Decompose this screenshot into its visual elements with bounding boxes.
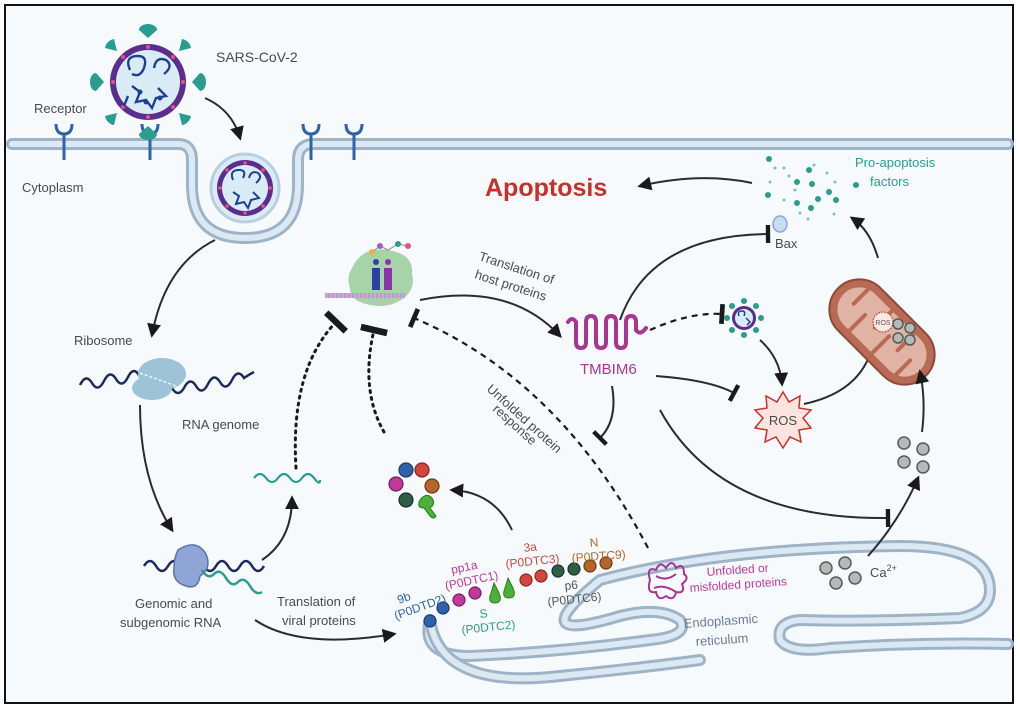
- protein-n-name: N: [589, 535, 599, 550]
- tmbim6-label: TMBIM6: [580, 361, 637, 378]
- er-calcium-icon: [819, 556, 862, 590]
- mito-ros-label: ROS: [875, 320, 891, 327]
- unfolded-proteins-icon: [647, 562, 688, 600]
- er-label-2: reticulum: [695, 630, 749, 649]
- receptor-label: Receptor: [34, 101, 87, 116]
- protein-s-name: S: [479, 606, 488, 621]
- rna-genome-icon: [78, 369, 255, 395]
- receptor-3: [301, 123, 321, 160]
- mito-ros-icon: ROS: [872, 311, 894, 333]
- pro-apoptosis-label-1: Pro-apoptosis: [855, 155, 936, 170]
- entry-arrow: [204, 97, 244, 141]
- protein-s-id: (P0DTC2): [461, 617, 516, 637]
- pro-apoptosis-label-2: factors: [870, 174, 910, 189]
- protein-3a-bead: [534, 569, 548, 583]
- small-virion-icon: [724, 298, 764, 338]
- mito-calcium-icon: [892, 318, 916, 346]
- protein-pp1a-bead: [468, 586, 482, 600]
- endocytosed-virion-icon: [209, 152, 281, 224]
- protein-n-bead: [599, 556, 613, 570]
- calcium-symbol: Ca: [870, 565, 887, 580]
- ros-to-mito-arrow: [803, 345, 876, 405]
- translation-viral-label-1: Translation of: [277, 594, 356, 609]
- unfolded-label-1: Unfolded or: [706, 561, 769, 579]
- uncoating-arrow: [147, 239, 216, 338]
- tmbim6-protein-icon: [566, 313, 648, 351]
- pro-apoptosis-factors-icon: [765, 156, 859, 221]
- viral-protein-inhibition: [360, 323, 388, 434]
- translation-viral-label-2: viral proteins: [282, 613, 356, 628]
- protein-p6-bead: [567, 562, 581, 576]
- viral-mrna-inhibition: [293, 310, 348, 470]
- upr-label-1: Unfolded protein: [484, 381, 565, 456]
- calcium-charge: 2+: [887, 563, 897, 573]
- protein-n-bead: [583, 559, 597, 573]
- tmbim6-inhibits-upr: [592, 385, 615, 446]
- ribosome-label: Ribosome: [74, 333, 133, 348]
- replication-arrow: [139, 404, 174, 533]
- plasma-membrane: [6, 138, 1014, 244]
- bax-icon: [772, 215, 788, 233]
- transcription-arrow: [261, 495, 299, 561]
- translation-host-arrow: [419, 294, 562, 339]
- protein-9b-bead: [436, 601, 450, 615]
- protein-pp1a-name: pp1a: [450, 558, 479, 577]
- apoptosis-arrow: [637, 176, 753, 191]
- protein-s-spike: [489, 581, 501, 604]
- er-lumen-tube: [424, 614, 706, 685]
- cytosolic-calcium-icon: [897, 436, 930, 474]
- translation-viral-arrow: [254, 619, 397, 643]
- protein-p6-bead: [551, 564, 565, 578]
- upr-inhibition: [407, 307, 649, 549]
- protein-n-id: (P0DTC9): [571, 547, 626, 565]
- cytoplasm-label: Cytoplasm: [22, 180, 83, 195]
- translated-viral-proteins-icon: [388, 462, 440, 519]
- tmbim6-inhibits-virus: [649, 303, 725, 332]
- virus-label: SARS-CoV-2: [216, 49, 298, 65]
- receptor-4: [344, 123, 364, 160]
- protein-p6-name: p6: [564, 578, 579, 593]
- calcium-to-mito-arrow: [915, 369, 930, 433]
- receptor-1: [54, 123, 74, 160]
- tmbim6-inhibits-calcium: [659, 409, 891, 528]
- genomic-rna-label-1: Genomic and: [135, 596, 212, 611]
- tmbim6-inhibits-bax: [619, 224, 771, 321]
- rna-genome-label: RNA genome: [182, 417, 259, 432]
- host-ribosome-icon: [325, 241, 413, 306]
- ros-label: ROS: [769, 413, 798, 428]
- tmbim6-inhibits-ros: [655, 375, 741, 402]
- endoplasmic-reticulum: [422, 540, 1014, 662]
- protein-9b-bead: [423, 614, 437, 628]
- genomic-rna-label-2: subgenomic RNA: [120, 615, 221, 630]
- virus-to-ros-arrow: [759, 339, 789, 387]
- apoptosis-title: Apoptosis: [485, 174, 607, 202]
- bax-label: Bax: [775, 236, 798, 251]
- calcium-release-arrow: [867, 475, 921, 557]
- mito-release-arrow: [849, 216, 879, 259]
- unfolded-label-2: misfolded proteins: [689, 574, 787, 595]
- protein-9b-name: 9b: [395, 589, 413, 607]
- viral-mrna-icon: [253, 472, 322, 484]
- protein-s-spike: [503, 576, 515, 599]
- protein-3a-name: 3a: [523, 540, 538, 555]
- ros-icon: ROS: [753, 390, 813, 450]
- protein-p6-id: (P0DTC6): [547, 589, 602, 609]
- er-label-1: Endoplasmic: [683, 611, 759, 631]
- protein-release-arrow: [449, 483, 513, 531]
- protein-3a-bead: [519, 573, 533, 587]
- genomic-rna-icon: [142, 544, 266, 595]
- ribosome-icon: [132, 358, 186, 400]
- viral-protein-beads: [423, 556, 613, 628]
- calcium-label: Ca2+: [870, 563, 897, 580]
- sars-cov-2-virion-icon: [90, 24, 206, 140]
- protein-pp1a-bead: [452, 593, 466, 607]
- protein-3a-id: (P0DTC3): [505, 551, 560, 571]
